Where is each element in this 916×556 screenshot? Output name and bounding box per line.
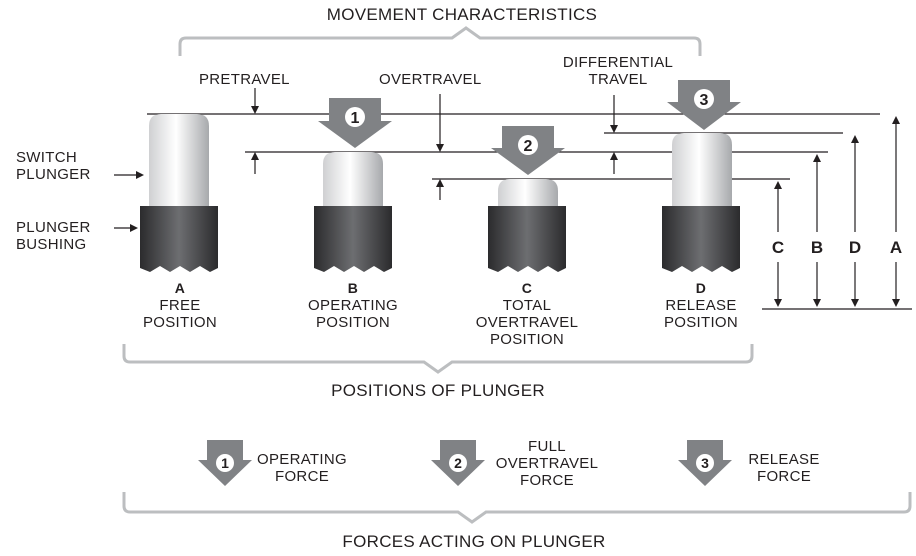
legend-force-2-line2: OVERTRAVEL bbox=[495, 455, 599, 472]
differential-travel-label-line2: TRAVEL bbox=[588, 71, 648, 88]
force-marker-3-number: 3 bbox=[700, 92, 709, 109]
position-b-line2: POSITION bbox=[315, 314, 391, 331]
position-a-line2: POSITION bbox=[142, 314, 218, 331]
movement-characteristics-title: MOVEMENT CHARACTERISTICS bbox=[326, 5, 598, 24]
legend-force-1-number: 1 bbox=[221, 455, 229, 471]
legend-force-3-label: RELEASE FORCE bbox=[748, 451, 819, 485]
switch-plunger-label-line1: SWITCH bbox=[16, 149, 77, 166]
overtravel-label: OVERTRAVEL bbox=[379, 71, 482, 88]
plunger-c bbox=[488, 179, 566, 272]
position-a-letter: A bbox=[174, 280, 186, 296]
legend-force-1-label: OPERATING FORCE bbox=[257, 451, 347, 485]
plunger-a bbox=[140, 114, 218, 272]
legend-force-1-line2: FORCE bbox=[275, 468, 329, 485]
forces-acting-title: FORCES ACTING ON PLUNGER bbox=[342, 532, 606, 551]
legend-force-2-arrow: 2 bbox=[431, 440, 485, 486]
plunger-b bbox=[314, 152, 392, 272]
dimension-c-label: C bbox=[771, 238, 785, 257]
force-marker-3: 3 bbox=[667, 80, 741, 130]
switch-plunger-label-line2: PLUNGER bbox=[16, 166, 91, 183]
legend-force-3-number: 3 bbox=[701, 455, 709, 471]
legend-force-2-line3: FORCE bbox=[519, 472, 574, 489]
forces-bracket bbox=[122, 492, 912, 524]
position-c-line1: TOTAL bbox=[502, 297, 552, 314]
positions-bracket bbox=[122, 344, 754, 374]
plunger-bushing-label-line2: BUSHING bbox=[16, 236, 87, 253]
legend-force-3-line2: FORCE bbox=[757, 468, 811, 485]
legend-force-3-line1: RELEASE bbox=[748, 451, 820, 468]
position-c-line2: OVERTRAVEL bbox=[475, 314, 579, 331]
positions-of-plunger-title: POSITIONS OF PLUNGER bbox=[331, 381, 545, 400]
force-marker-1: 1 bbox=[318, 98, 392, 148]
differential-travel-label-line1: DIFFERENTIAL bbox=[562, 54, 674, 71]
legend-force-3-arrow: 3 bbox=[678, 440, 732, 486]
position-c-letter: C bbox=[521, 280, 533, 296]
legend-force-2-line1: FULL bbox=[528, 438, 566, 455]
legend-force-1-line1: OPERATING bbox=[257, 451, 347, 468]
dimension-d-label: D bbox=[848, 238, 862, 257]
position-a-line1: FREE bbox=[159, 297, 201, 314]
position-c-line3: POSITION bbox=[489, 331, 565, 348]
position-b-line1: OPERATING bbox=[308, 297, 398, 314]
position-c-caption: C TOTAL OVERTRAVEL POSITION bbox=[476, 280, 578, 348]
position-b-caption: B OPERATING POSITION bbox=[308, 280, 398, 331]
position-d-line1: RELEASE bbox=[665, 297, 737, 314]
position-a-caption: A FREE POSITION bbox=[143, 280, 217, 331]
pretravel-label: PRETRAVEL bbox=[199, 71, 290, 88]
legend-force-2-number: 2 bbox=[454, 455, 462, 471]
force-marker-2: 2 bbox=[491, 126, 565, 175]
position-d-caption: D RELEASE POSITION bbox=[664, 280, 738, 331]
plunger-d bbox=[662, 133, 740, 272]
position-d-line2: POSITION bbox=[663, 314, 739, 331]
dimension-a-label: A bbox=[889, 238, 903, 257]
legend-force-1-arrow: 1 bbox=[198, 440, 252, 486]
movement-bracket bbox=[178, 26, 702, 56]
position-d-letter: D bbox=[695, 280, 707, 296]
position-b-letter: B bbox=[347, 280, 359, 296]
force-marker-1-number: 1 bbox=[351, 110, 360, 127]
legend-force-2-label: FULL OVERTRAVEL FORCE bbox=[496, 438, 598, 489]
force-marker-2-number: 2 bbox=[524, 138, 533, 155]
dimension-b-label: B bbox=[810, 238, 824, 257]
plunger-bushing-label-line1: PLUNGER bbox=[16, 219, 91, 236]
